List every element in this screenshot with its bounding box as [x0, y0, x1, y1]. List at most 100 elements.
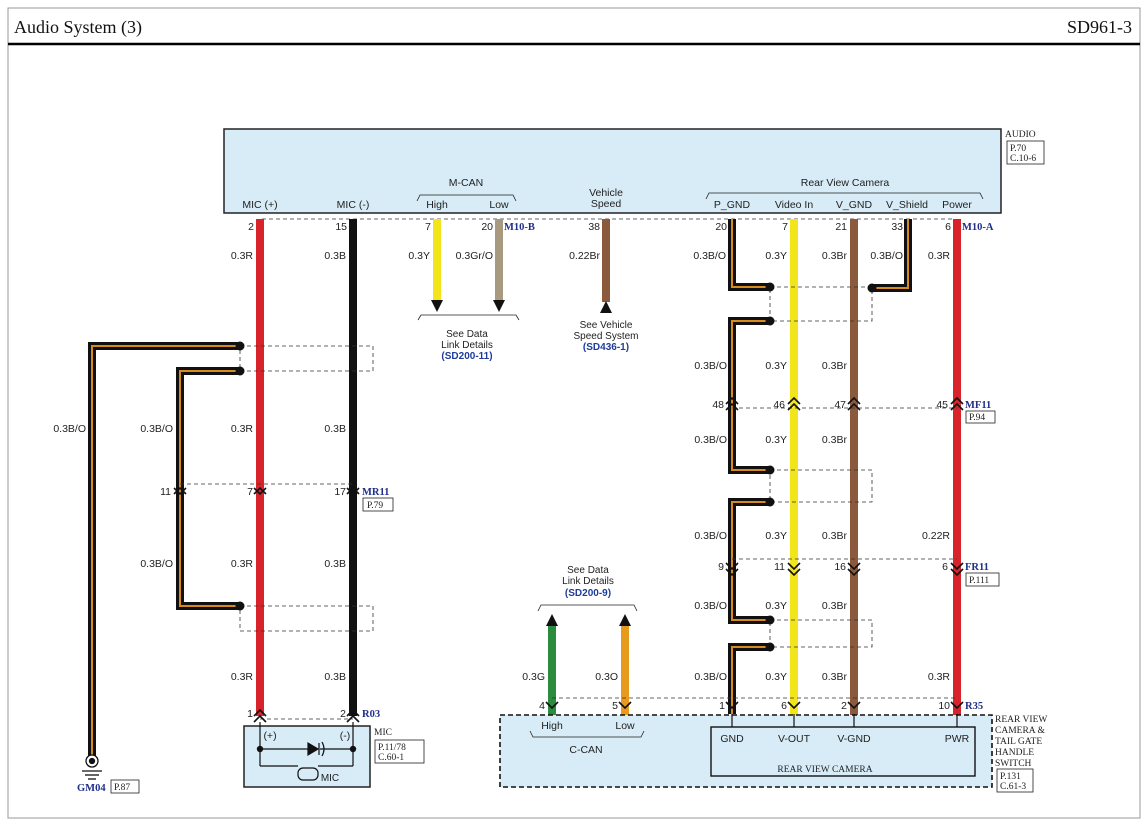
chev-r35-10	[950, 701, 964, 710]
pin-mf11-47: 47	[834, 399, 846, 411]
audio-vshield: V_Shield	[886, 199, 928, 211]
pin-r35-1: 1	[719, 700, 725, 712]
capacitor-icon	[321, 741, 325, 757]
arrow-mcan-low	[493, 300, 505, 312]
arrow-ccan-low	[619, 614, 631, 626]
conn-fr11: FR11	[965, 562, 989, 573]
shield-box-5	[769, 619, 873, 648]
lbl-b-4: 0.3B	[324, 671, 346, 683]
dl1-link[interactable]: (SD200-11)	[441, 351, 492, 362]
lbl-y-7: 0.3Y	[765, 671, 787, 683]
pin-r35-4: 4	[539, 700, 545, 712]
audio-ref-box	[1006, 140, 1045, 165]
mf11-ref: P.94	[969, 413, 985, 423]
cam-ref2: C.61-3	[1000, 782, 1026, 792]
cam-comp-5: SWITCH	[995, 759, 1032, 769]
dl2-link[interactable]: (SD200-9)	[565, 588, 611, 599]
splice-4	[765, 282, 775, 292]
lbl-br-4: 0.3Br	[822, 530, 848, 542]
lbl-r-6: 0.3R	[928, 671, 951, 683]
dl1-line1: See Data	[446, 329, 488, 340]
vs-link[interactable]: (SD436-1)	[583, 342, 629, 353]
lbl-r-3: 0.3R	[231, 423, 254, 435]
gm04-ref: P.87	[114, 783, 130, 793]
splice-10	[765, 642, 775, 652]
cam-comp-4: HANDLE	[995, 748, 1034, 758]
wire-pgnd-2-stripe	[731, 320, 770, 471]
mic-label: MIC	[321, 773, 339, 784]
wire-shield-gm04-stripe	[91, 345, 240, 758]
mic-element-icon	[297, 767, 319, 781]
conn-mr11: MR11	[362, 487, 389, 498]
dl1-bracket	[417, 314, 520, 321]
cam-ref1: P.131	[1000, 772, 1021, 782]
pin-r35-2: 2	[841, 700, 847, 712]
mic-ref-box	[374, 739, 425, 764]
mic-ref2: C.60-1	[378, 753, 404, 763]
audio-ref-page: P.70	[1010, 144, 1026, 154]
cam-gnd: GND	[720, 733, 744, 745]
mic-minus: (-)	[340, 730, 351, 742]
shield-box-1	[239, 345, 374, 372]
chev-fr11-9	[725, 562, 739, 577]
audio-speed: Speed	[591, 198, 622, 210]
mr11-ref: P.79	[367, 501, 383, 511]
lbl-y-1: 0.3Y	[408, 250, 430, 262]
cam-comp-2: CAMERA &	[995, 726, 1045, 736]
chev-fr11-6	[950, 562, 964, 577]
splice-3	[235, 601, 245, 611]
wire-pgnd-1-stripe	[731, 219, 770, 288]
lbl-gro: 0.3Gr/O	[456, 250, 493, 262]
lbl-bo-3: 0.3B/O	[694, 360, 727, 372]
mf11-ref-box	[965, 410, 996, 424]
lbl-bo-1: 0.3B/O	[693, 250, 726, 262]
conn-r03: R03	[362, 709, 380, 720]
cam-pwr: PWR	[945, 733, 970, 745]
conn-mf11: MF11	[965, 400, 991, 411]
splice-6	[765, 316, 775, 326]
pin-audio-2: 2	[248, 221, 254, 233]
pin-mr11-11: 11	[160, 486, 171, 498]
chev-r35-2	[847, 701, 861, 710]
chev-mf11-46	[787, 396, 801, 411]
lbl-b-2: 0.3B	[324, 423, 346, 435]
arrow-mcan-high	[431, 300, 443, 312]
shield-box-2	[239, 605, 374, 632]
cam-ccan: C-CAN	[569, 744, 602, 756]
audio-label: AUDIO	[1005, 130, 1036, 140]
mr11-ref-box	[362, 497, 394, 512]
splices	[235, 282, 877, 652]
chev-mr11-11	[173, 486, 187, 496]
audio-mcan-high: High	[426, 199, 448, 211]
lbl-g: 0.3G	[522, 671, 545, 683]
pin-fr11-6: 6	[942, 561, 948, 573]
lbl-b-1: 0.3B	[324, 250, 346, 262]
lbl-bo-4: 0.3B/O	[140, 423, 173, 435]
lbl-br-2: 0.3Br	[822, 360, 848, 372]
cam-ccan-high: High	[541, 720, 563, 732]
audio-mcan-low: Low	[489, 199, 509, 211]
audio-video-in: Video In	[775, 199, 813, 211]
pin-mf11-45: 45	[936, 399, 948, 411]
chev-r35-6	[787, 701, 801, 710]
wire-labels: 0.3R 0.3B 0.3Y 0.3Gr/O 0.22Br 0.3B/O 0.3…	[53, 250, 950, 683]
chev-r03-1	[253, 708, 267, 723]
lbl-bo-8: 0.3B/O	[694, 600, 727, 612]
chev-mr11-17	[346, 486, 360, 496]
arrow-ccan-high	[546, 614, 558, 626]
pin-audio-7b: 7	[782, 221, 788, 233]
splice-8	[765, 497, 775, 507]
page-title: Audio System (3)	[14, 17, 142, 38]
mic-circuit	[259, 722, 354, 781]
chev-mf11-47	[847, 396, 861, 411]
lbl-bo-7: 0.3B/O	[140, 558, 173, 570]
lbl-bo-6: 0.3B/O	[694, 530, 727, 542]
diode-icon	[307, 741, 320, 757]
lbl-bo-gm: 0.3B/O	[53, 423, 86, 435]
lbl-br022: 0.22Br	[569, 250, 600, 262]
lbl-r022: 0.22R	[922, 530, 950, 542]
chev-r03-2	[346, 708, 360, 723]
audio-mcan: M-CAN	[449, 177, 483, 189]
camera-pin-stubs	[731, 714, 958, 727]
